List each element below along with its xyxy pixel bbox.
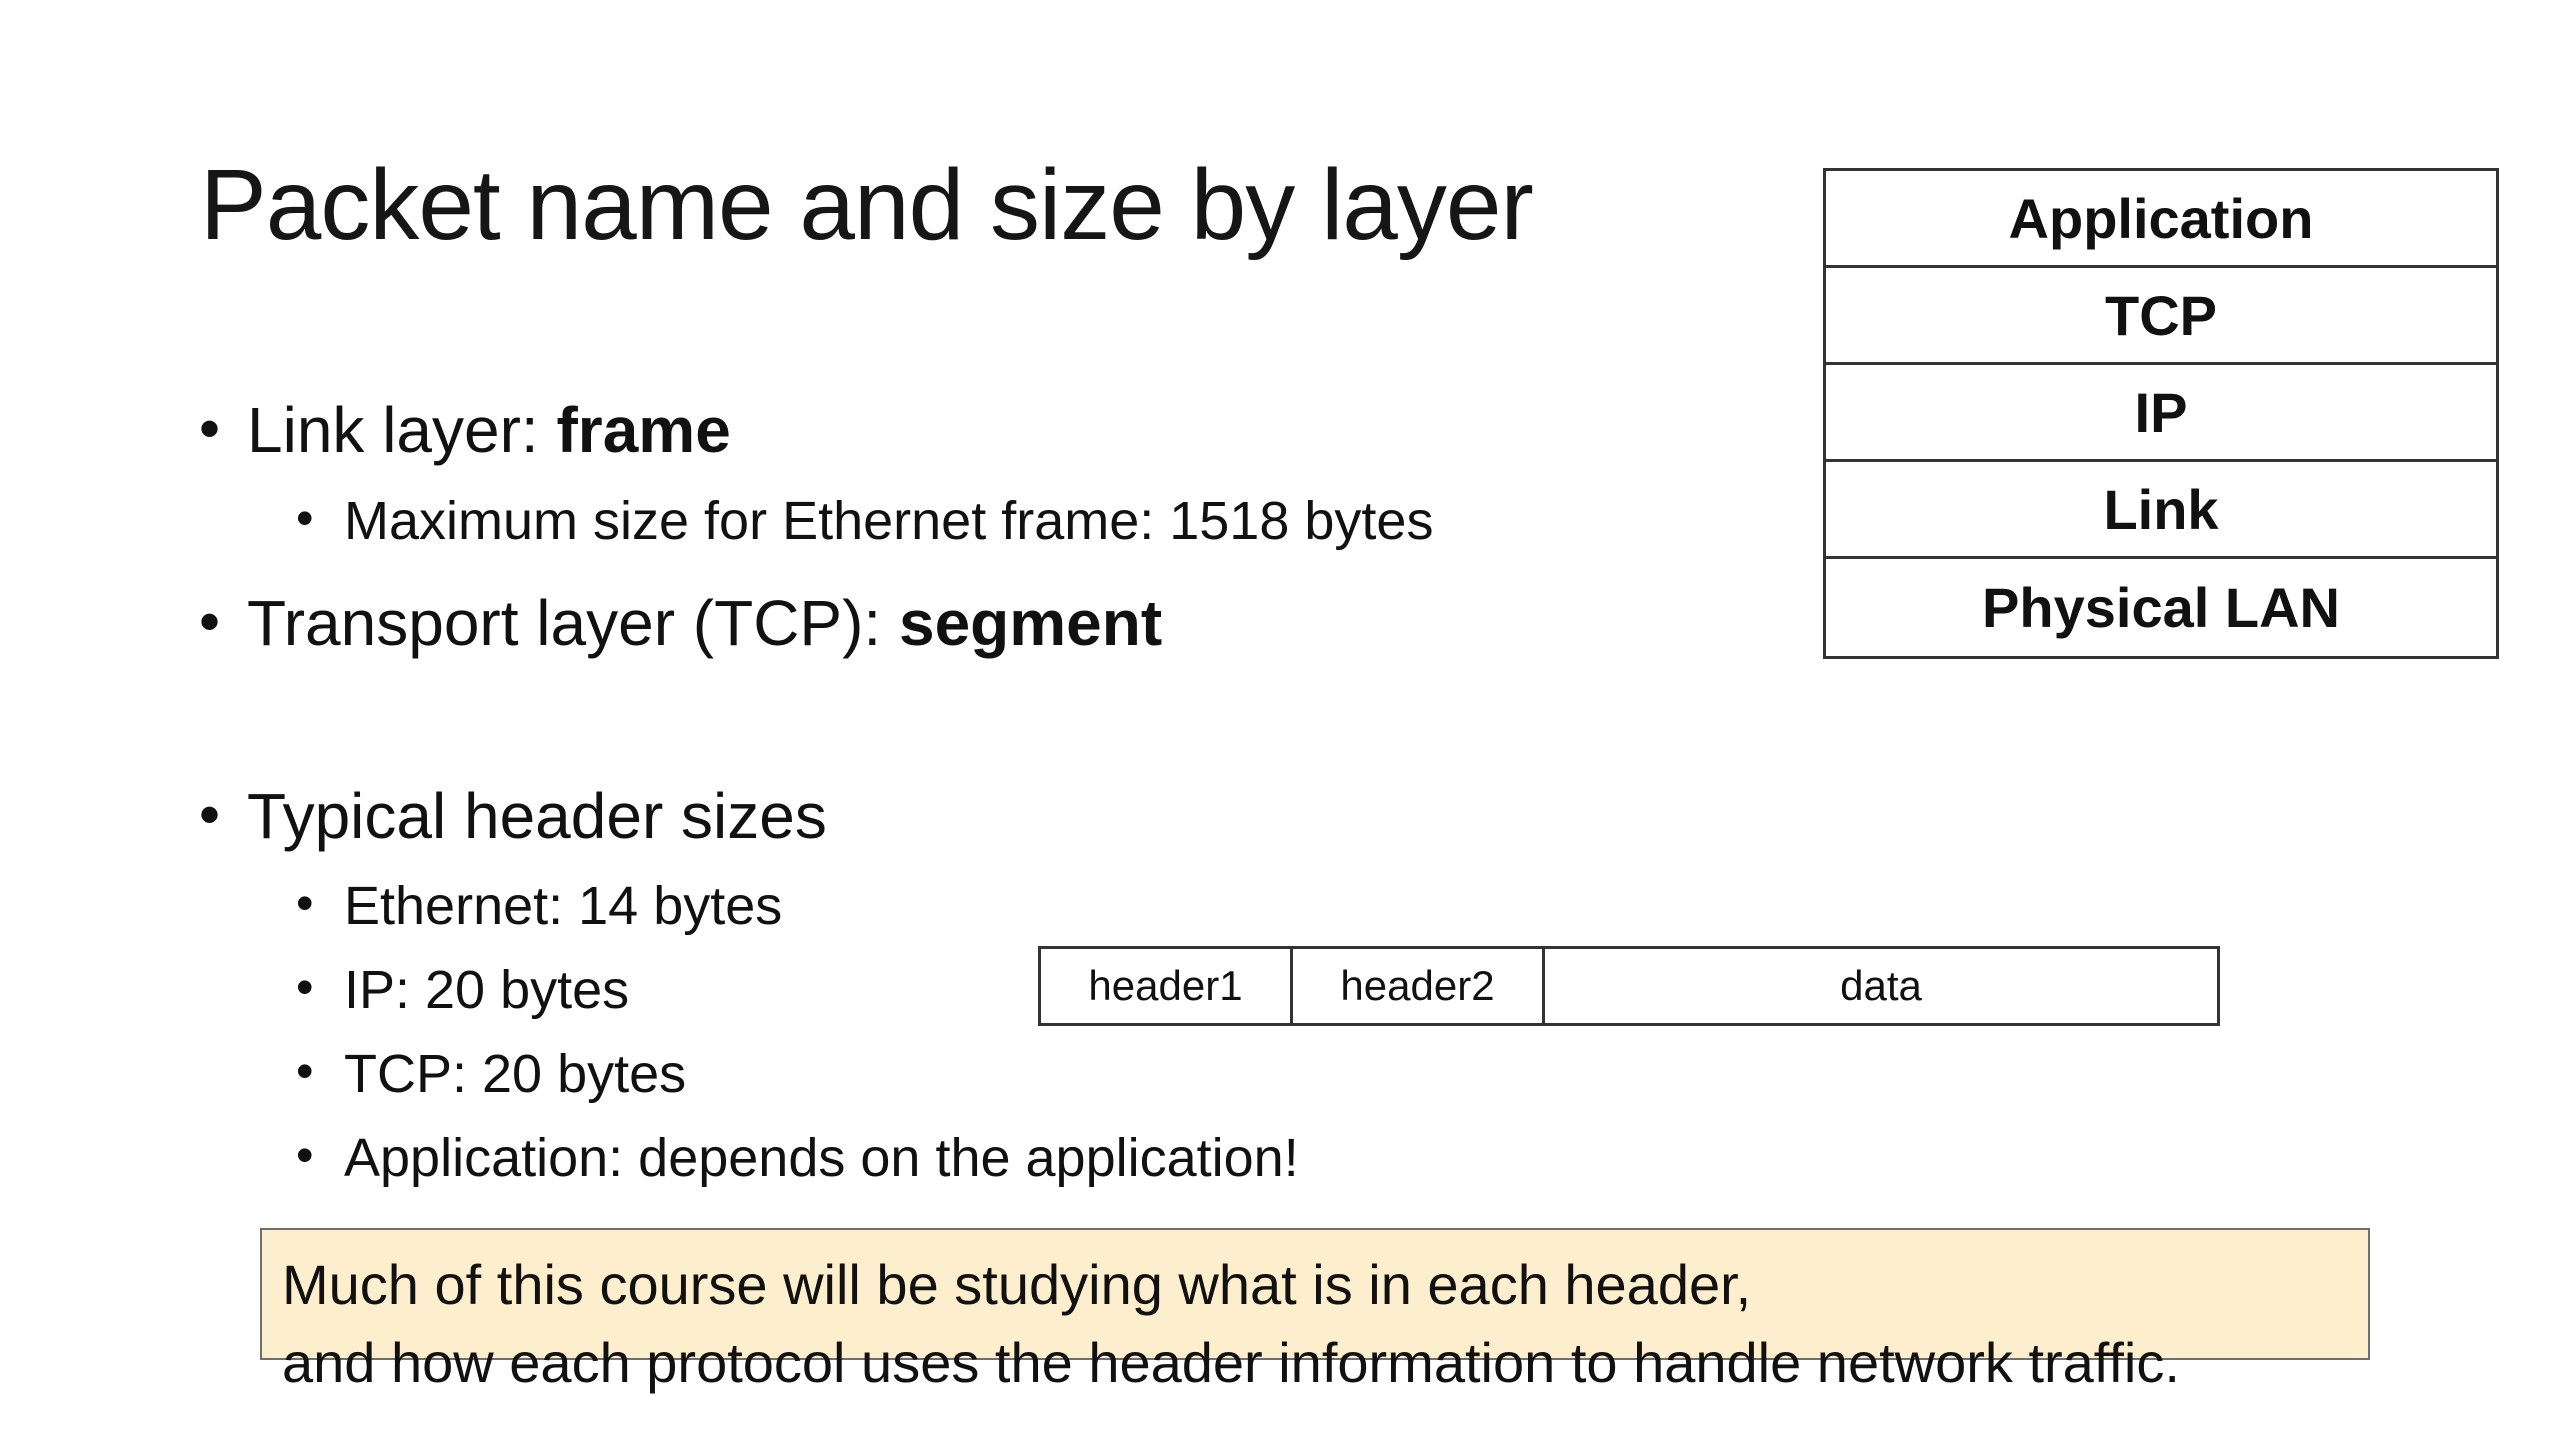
subbullet-ip-size: • IP: 20 bytes (296, 959, 630, 1021)
note-line-1: Much of this course will be studying wha… (282, 1253, 1752, 1316)
slide-title: Packet name and size by layer (200, 149, 1534, 261)
subbullet-text: IP: 20 bytes (344, 960, 630, 1020)
layer-link: Link (1826, 462, 2496, 559)
note-line-2: and how each protocol uses the header in… (282, 1331, 2180, 1394)
bullet-link-term: frame (556, 394, 731, 466)
subbullet-text: Ethernet: 14 bytes (344, 876, 783, 936)
subbullet-text: TCP: 20 bytes (344, 1044, 687, 1104)
bullet-dot: • (296, 1127, 314, 1183)
packet-header2: header2 (1293, 949, 1545, 1023)
protocol-layer-stack: Application TCP IP Link Physical LAN (1823, 168, 2499, 659)
subbullet-ethernet-max-text: Maximum size for Ethernet frame: 1518 by… (344, 491, 1434, 551)
bullet-link-layer: • Link layer: frame (199, 394, 731, 468)
packet-diagram: header1 header2 data (1038, 946, 2220, 1026)
packet-data: data (1840, 962, 1922, 1009)
bullet-transport-prefix: Transport layer (TCP): (247, 587, 899, 659)
bullet-dot: • (199, 395, 221, 462)
layer-application: Application (1826, 171, 2496, 268)
bullet-link-prefix: Link layer: (247, 394, 557, 466)
bullet-transport-term: segment (898, 587, 1163, 659)
bullet-dot: • (296, 1043, 314, 1099)
layer-tcp: TCP (1826, 268, 2496, 365)
bullet-header-sizes: • Typical header sizes (199, 780, 827, 854)
bullet-dot: • (199, 588, 221, 655)
layer-ip: IP (1826, 365, 2496, 462)
bullet-dot: • (296, 959, 314, 1015)
subbullet-ethernet-size: • Ethernet: 14 bytes (296, 875, 783, 937)
bullet-dot: • (296, 875, 314, 931)
subbullet-tcp-size: • TCP: 20 bytes (296, 1043, 687, 1105)
layer-physical-lan: Physical LAN (1982, 576, 2340, 639)
note-callout: Much of this course will be studying wha… (260, 1228, 2370, 1394)
subbullet-application-size: • Application: depends on the applicatio… (296, 1127, 1299, 1189)
subbullet-text: Application: depends on the application! (344, 1128, 1299, 1188)
packet-header1: header1 (1041, 949, 1293, 1023)
bullet-header-sizes-text: Typical header sizes (247, 780, 827, 852)
bullet-transport-layer: • Transport layer (TCP): segment (199, 587, 1163, 661)
subbullet-ethernet-max: • Maximum size for Ethernet frame: 1518 … (296, 490, 1434, 552)
bullet-dot: • (199, 781, 221, 848)
bullet-dot: • (296, 490, 314, 546)
